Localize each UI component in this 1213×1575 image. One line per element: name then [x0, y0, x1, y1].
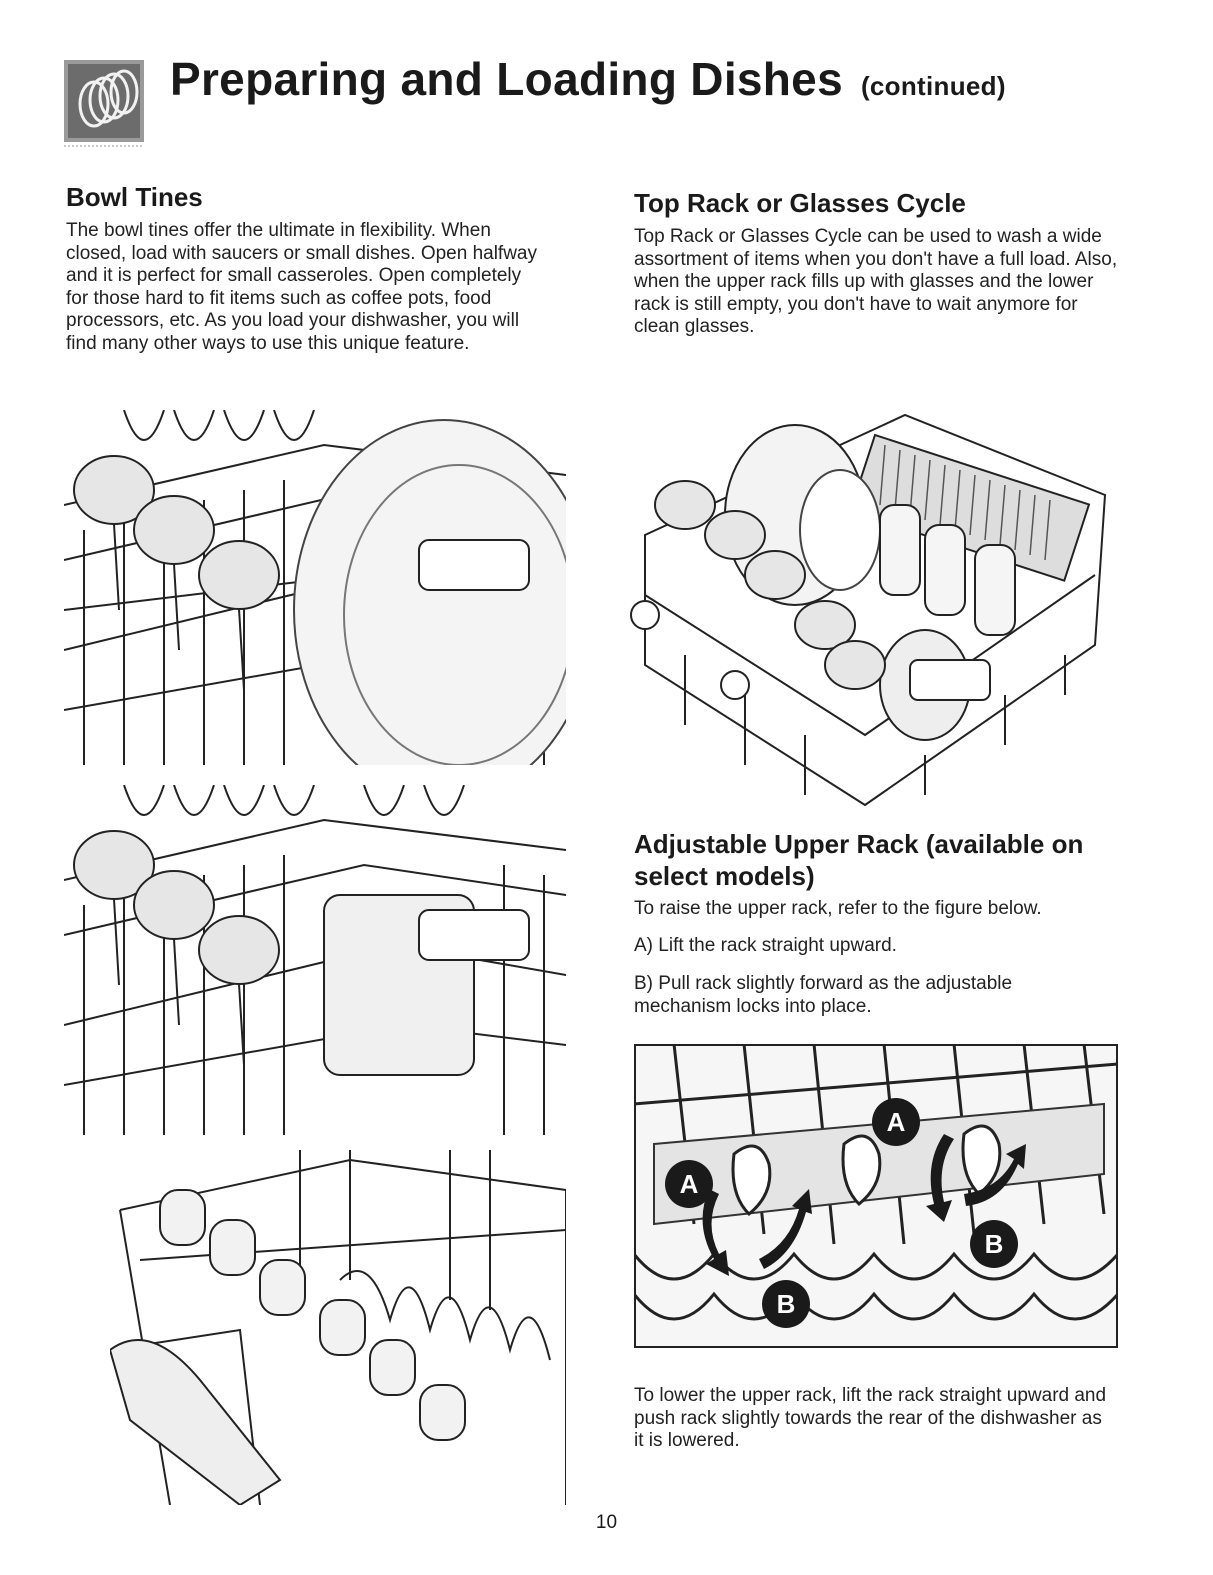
bowl-tines-halfway-figure — [64, 785, 566, 1135]
page-title-text: Preparing and Loading Dishes — [170, 53, 843, 105]
label-b-left: B — [777, 1289, 796, 1319]
page-title: Preparing and Loading Dishes (continued) — [170, 52, 1006, 106]
top-rack-loaded-figure — [625, 395, 1125, 815]
lower-rack-text: To lower the upper rack, lift the rack s… — [634, 1385, 1107, 1451]
bowl-tines-text: The bowl tines offer the ultimate in fle… — [66, 220, 538, 354]
adjustable-rack-step-a: A) Lift the rack straight upward. — [634, 935, 897, 956]
bowl-tines-closed-figure — [64, 410, 566, 765]
label-a-left: A — [680, 1169, 699, 1199]
page-title-continued: (continued) — [860, 71, 1006, 101]
adjustable-rack-intro: To raise the upper rack, refer to the fi… — [634, 898, 1042, 919]
dish-rack-icon — [64, 60, 144, 147]
adjustable-rack-step-b: B) Pull rack slightly forward as the adj… — [634, 973, 1013, 1017]
top-rack-heading: Top Rack or Glasses Cycle — [634, 188, 966, 218]
bowl-tines-heading: Bowl Tines — [66, 182, 203, 212]
bowl-tines-open-figure — [110, 1150, 566, 1505]
adjustable-rack-figure: A A B B — [634, 1044, 1118, 1348]
adjustable-rack-heading: Adjustable Upper Rack (available on sele… — [634, 828, 1083, 892]
adjustable-rack-heading-line2: select models) — [634, 861, 815, 891]
label-a-right: A — [887, 1107, 906, 1137]
label-b-right: B — [985, 1229, 1004, 1259]
top-rack-text: Top Rack or Glasses Cycle can be used to… — [634, 226, 1118, 337]
page-number: 10 — [595, 1512, 618, 1533]
adjustable-rack-heading-line1: Adjustable Upper Rack (available on — [634, 829, 1084, 859]
